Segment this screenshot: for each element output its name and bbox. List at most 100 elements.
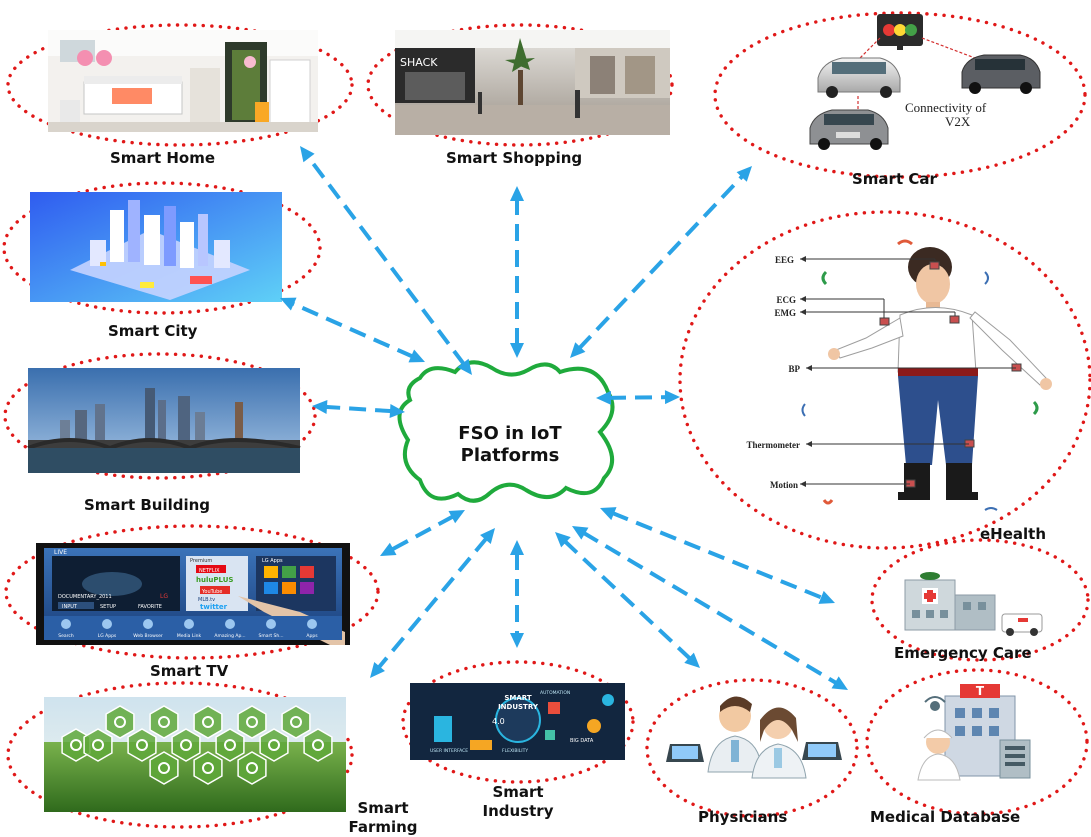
- arrowhead: [831, 676, 848, 690]
- farming-sensor-icon: [268, 739, 280, 751]
- farming-hex: [171, 728, 201, 762]
- farming-hex: [237, 705, 267, 739]
- arrowhead: [510, 343, 524, 358]
- arrowhead: [570, 342, 586, 358]
- label-physicians: Physicians: [698, 808, 788, 826]
- sensor-label-emg: EMG: [775, 308, 797, 318]
- shop-sign: SHACK: [400, 56, 438, 69]
- farming-hex: [149, 705, 179, 739]
- car-icon-dark: [961, 54, 1041, 94]
- smart-car-panel: Connectivity of V2X: [809, 14, 1041, 150]
- smart-city-illustration: [30, 192, 282, 302]
- arrow-line: [577, 174, 745, 350]
- smart-home-photo: [48, 30, 318, 132]
- ehealth-sensor-labels: EEG ECG EMG BP Thermometer Motion: [747, 255, 801, 490]
- farming-hex: [149, 751, 179, 785]
- arrowhead: [389, 404, 405, 419]
- farming-hex: [259, 728, 289, 762]
- label-smart-industry: Smart Industry: [466, 783, 570, 821]
- tv-setup: SETUP: [100, 604, 116, 610]
- sensor-label-thermometer: Thermometer: [747, 440, 800, 450]
- ring-smart-industry: [401, 660, 635, 784]
- tv-mlb: MLB.tv: [198, 597, 215, 603]
- sensor-label-eeg: EEG: [775, 255, 794, 265]
- industry-title-2: INDUSTRY: [498, 703, 539, 711]
- ring-smart-city: [2, 181, 322, 315]
- tv-input: INPUT: [62, 604, 78, 610]
- ring-physicians: [645, 678, 859, 818]
- smart-building-photo: [27, 368, 301, 473]
- farming-sensor-icon: [158, 762, 170, 774]
- label-smart-city: Smart City: [108, 322, 198, 340]
- arrowhead: [572, 526, 589, 540]
- arrowhead: [448, 510, 465, 524]
- farming-hex: [215, 728, 245, 762]
- tv-youtube: YouTube: [201, 589, 222, 595]
- physicians-illustration: [666, 696, 842, 779]
- industry-flex: FLEXIBILITY: [502, 748, 528, 754]
- farming-sensor-icon: [202, 716, 214, 728]
- industry-ui: USER INTERFACE: [430, 748, 468, 754]
- tv-bar-label: Search: [58, 633, 74, 639]
- tv-bar-label: LG Apps: [98, 633, 117, 639]
- arrowhead: [370, 661, 385, 678]
- farming-hex: [281, 705, 311, 739]
- farming-sensor-icon: [202, 762, 214, 774]
- farming-sensor-icon: [246, 762, 258, 774]
- center-cloud: FSO in IoT Platforms: [397, 360, 615, 503]
- connection-arrows: [280, 146, 848, 690]
- arrowhead: [596, 390, 612, 405]
- smart-farming-photo: [44, 697, 346, 812]
- tv-bar-icon: [184, 619, 194, 629]
- industry-big: BIG DATA: [570, 738, 594, 744]
- farming-sensor-icon: [224, 739, 236, 751]
- ring-smart-tv: [4, 524, 380, 660]
- arrowhead: [312, 399, 328, 414]
- arrowhead: [380, 542, 397, 556]
- arrowhead: [457, 358, 472, 375]
- tv-lg: LG: [160, 593, 168, 600]
- ring-smart-building: [3, 352, 317, 480]
- tv-hulu: huluPLUS: [196, 576, 233, 584]
- arrowhead: [300, 146, 315, 163]
- arrow-line: [291, 301, 414, 359]
- label-smart-tv: Smart TV: [150, 662, 229, 680]
- arrowhead: [408, 349, 425, 363]
- arrow-line: [306, 155, 466, 366]
- farming-hex: [237, 751, 267, 785]
- label-smart-car: Smart Car: [852, 170, 937, 188]
- smart-shopping-photo: SHACK: [395, 30, 670, 135]
- sensor-label-bp: BP: [788, 364, 800, 374]
- arrowhead: [664, 390, 680, 405]
- medical-symbol: T: [976, 684, 985, 698]
- smart-industry-panel: SMART INDUSTRY 4.0 USER INTERFACE FLEXIB…: [410, 683, 625, 760]
- arrowhead: [510, 633, 524, 648]
- farming-sensor-icon: [312, 739, 324, 751]
- arrowhead: [684, 652, 700, 668]
- farming-sensor-icon: [70, 739, 82, 751]
- tv-favorite: FAVORITE: [138, 604, 162, 610]
- ehealth-figure: [800, 239, 1052, 511]
- label-smart-industry-line1: Smart: [492, 783, 544, 801]
- car-icon-white: [817, 57, 901, 98]
- node-rings: [2, 11, 1091, 829]
- farming-sensor-icon: [246, 716, 258, 728]
- arrowhead: [510, 186, 524, 201]
- farming-hex: [193, 705, 223, 739]
- sensor-label-motion: Motion: [770, 480, 798, 490]
- farming-hex-icons: [61, 705, 333, 785]
- farming-hex: [127, 728, 157, 762]
- tv-apps: LG Apps: [262, 558, 283, 564]
- tv-bar-icon: [266, 619, 276, 629]
- industry-auto: AUTOMATION: [540, 690, 570, 696]
- label-smart-home: Smart Home: [110, 149, 216, 167]
- tv-doc: DOCUMENTARY_2011: [58, 594, 112, 600]
- medical-database-illustration: T: [917, 684, 1031, 781]
- emergency-care-illustration: [904, 572, 1043, 636]
- center-title-line1: FSO in IoT: [458, 423, 562, 444]
- farming-hex: [105, 705, 135, 739]
- arrowhead: [555, 532, 571, 548]
- tv-live: LIVE: [54, 549, 67, 556]
